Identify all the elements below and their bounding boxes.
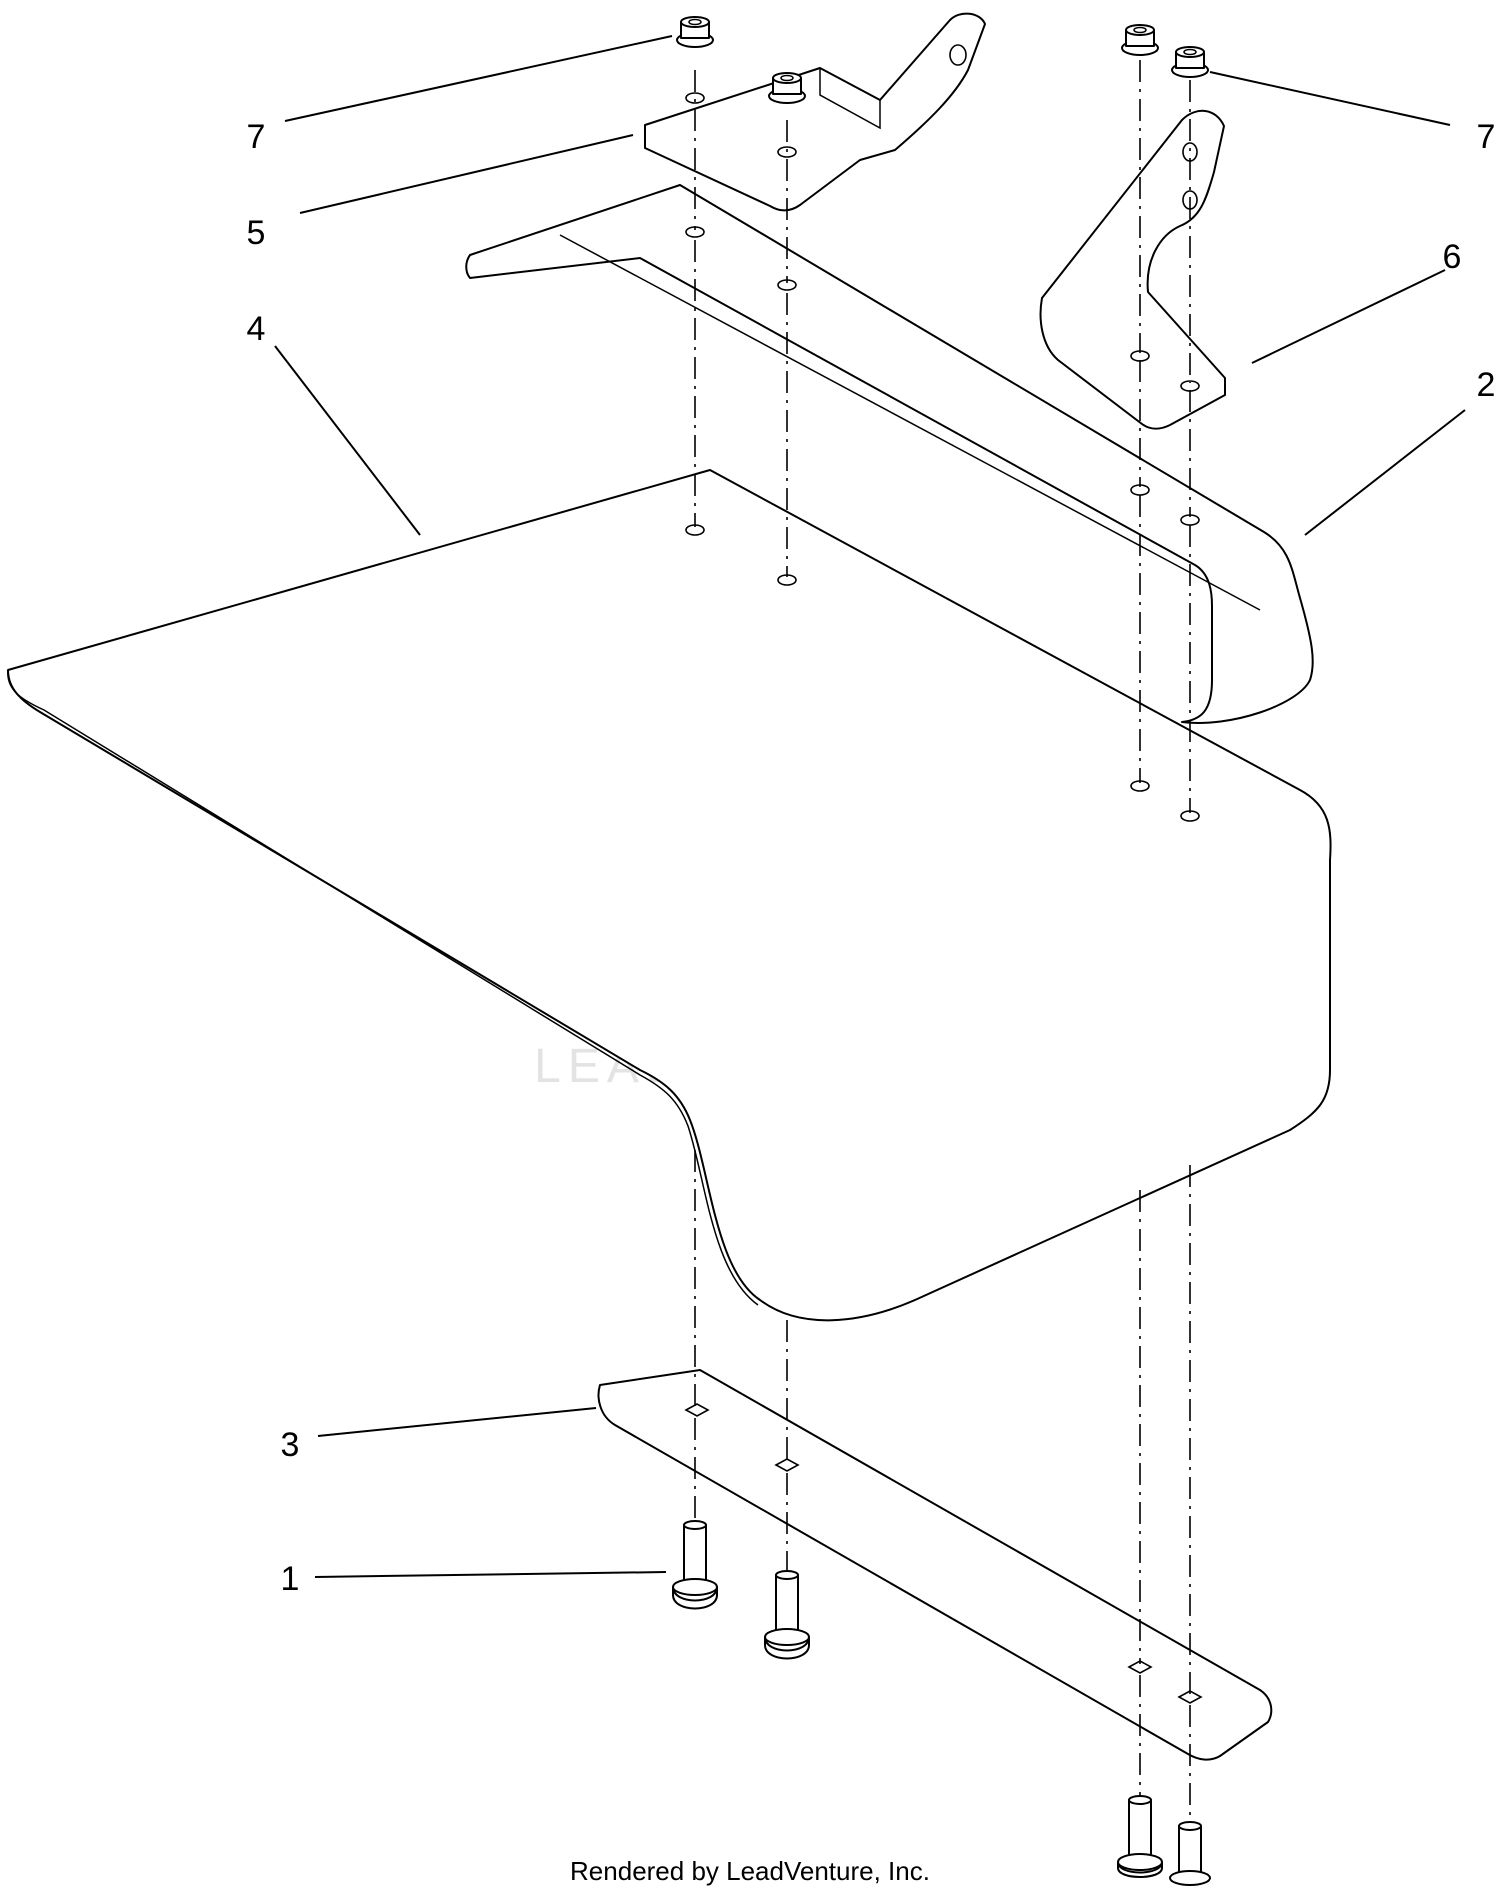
carriage-bolt — [672, 1520, 718, 1610]
flange-nut — [768, 72, 806, 104]
leader-3 — [317, 1407, 597, 1437]
callout-2: 2 — [1477, 366, 1496, 404]
leader-1 — [314, 1571, 667, 1578]
footer-credit: Rendered by LeadVenture, Inc. — [570, 1856, 930, 1886]
leader-6 — [1251, 269, 1446, 364]
part-6-right-bracket — [1039, 110, 1226, 430]
leader-4 — [274, 345, 421, 536]
callout-7-right: 7 — [1477, 118, 1496, 156]
callout-3: 3 — [281, 1426, 300, 1464]
part-7-flange-nuts — [676, 16, 1209, 104]
leader-2 — [1304, 409, 1466, 536]
callout-4: 4 — [247, 310, 266, 348]
carriage-bolt — [1117, 1795, 1163, 1878]
square-hole — [1177, 1690, 1203, 1704]
part-2-upper-channel — [465, 184, 1314, 724]
part-3-backing-strip — [597, 1369, 1273, 1761]
flange-nut — [1171, 46, 1209, 78]
callout-6: 6 — [1443, 238, 1462, 276]
square-hole — [774, 1458, 800, 1472]
callout-7-left: 7 — [247, 118, 266, 156]
callout-labels: 7 5 4 7 6 2 3 1 — [247, 118, 1496, 1598]
part-1-carriage-bolts — [672, 1520, 1211, 1886]
square-hole — [1127, 1660, 1153, 1674]
leader-5 — [299, 134, 634, 214]
carriage-bolt — [1169, 1821, 1211, 1886]
hole — [949, 44, 967, 66]
part-5-left-bracket — [644, 12, 986, 212]
mounting-holes — [684, 44, 1203, 1704]
part-4-deflector-plate — [7, 469, 1332, 1322]
callout-5: 5 — [247, 214, 266, 252]
hole — [685, 92, 705, 104]
flange-nut — [1121, 24, 1159, 56]
leader-7-right — [1209, 71, 1451, 126]
alignment-lines — [694, 60, 1191, 1830]
callout-1: 1 — [281, 1560, 300, 1598]
leader-7-left — [284, 35, 673, 122]
square-hole — [684, 1403, 710, 1417]
flange-nut — [676, 16, 714, 48]
carriage-bolt — [764, 1570, 810, 1660]
leader-lines — [274, 35, 1466, 1578]
